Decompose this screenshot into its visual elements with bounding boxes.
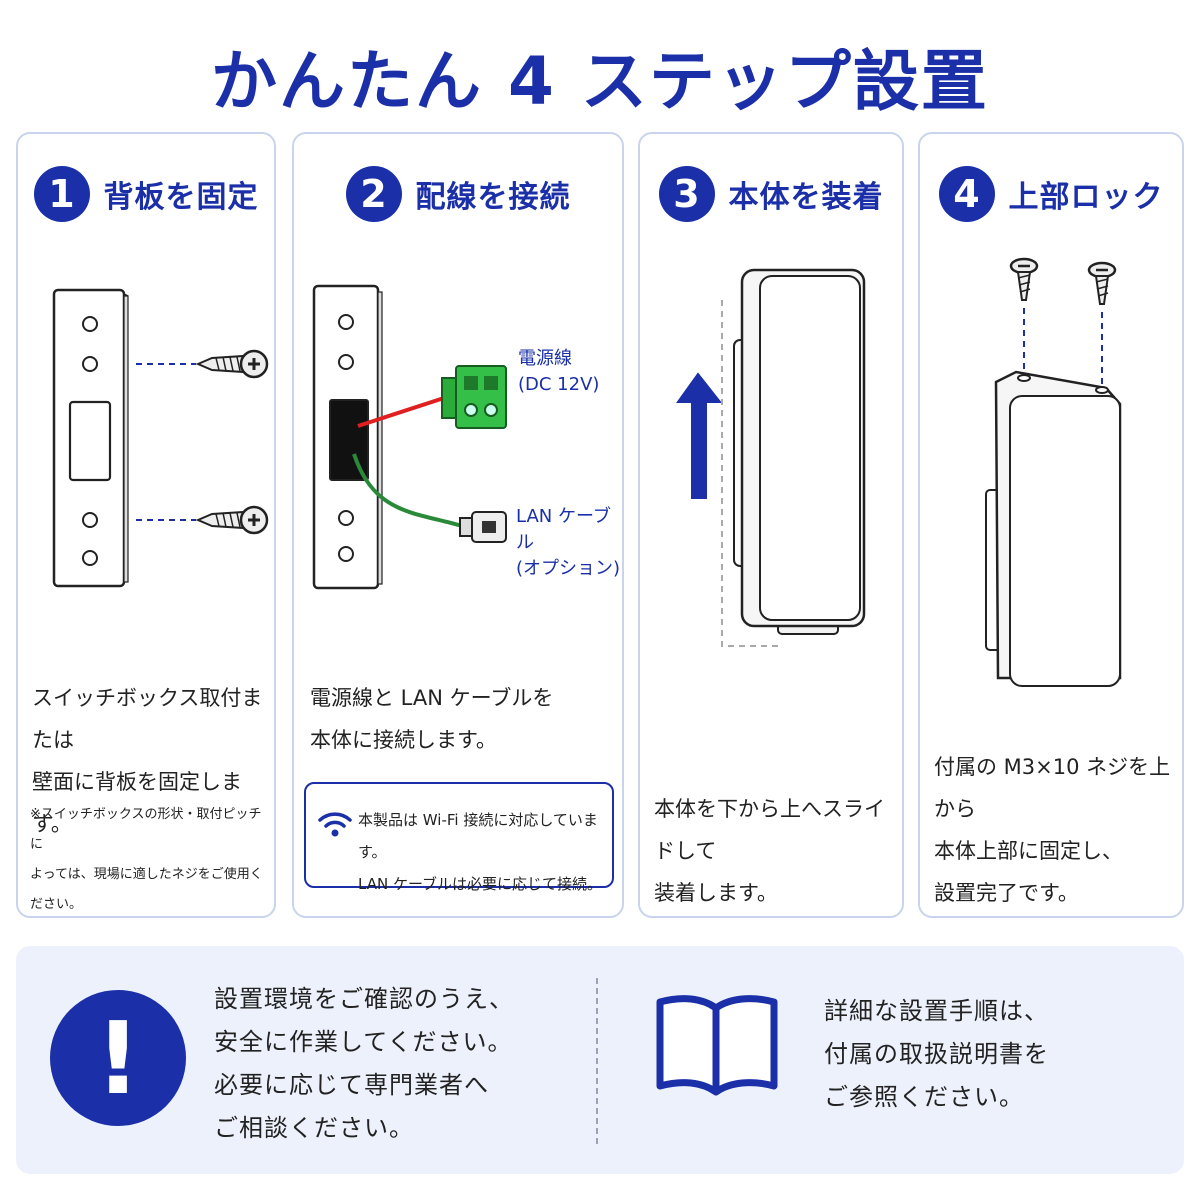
label-line: LAN ケーブル bbox=[516, 506, 611, 553]
desc-line: 本体を下から上へスライドして bbox=[654, 797, 885, 863]
step-title: 本体を装着 bbox=[728, 180, 884, 215]
note-line: ※スイッチボックスの形状・取付ピッチに bbox=[30, 807, 262, 852]
step-card-3: 3 本体を装着 本体を下から上へスライドして 装着します。 bbox=[638, 132, 904, 918]
wifi-icon bbox=[318, 812, 352, 837]
screw-icon bbox=[1087, 261, 1117, 305]
manual-line: 付属の取扱説明書を bbox=[824, 1040, 1049, 1068]
back-plate-illustration bbox=[52, 288, 269, 588]
step-title: 背板を固定 bbox=[103, 180, 259, 215]
step-description: スイッチボックス取付または 壁面に背板を固定します。 bbox=[32, 677, 274, 845]
step-description: 本体を下から上へスライドして 装着します。 bbox=[654, 788, 902, 914]
step-number-badge: 4 bbox=[938, 166, 995, 222]
lock-illustration bbox=[985, 257, 1122, 687]
step-description: 付属の M3×10 ネジを上から 本体上部に固定し、 設置完了です。 bbox=[934, 746, 1182, 914]
book-icon bbox=[656, 995, 778, 1096]
wifi-note-text: 本製品は Wi-Fi 接続に対応しています。 LAN ケーブルは必要に応じて接続… bbox=[358, 804, 612, 900]
step-number-badge: 3 bbox=[658, 166, 715, 222]
step-title: 上部ロック bbox=[1008, 180, 1164, 215]
note-line: よっては、現場に適したネジをご使用ください。 bbox=[30, 867, 263, 912]
label-line: (オプション) bbox=[516, 558, 621, 579]
caution-line: ご相談ください。 bbox=[214, 1114, 414, 1142]
screw-icon bbox=[195, 349, 269, 379]
step-header: 3 本体を装着 bbox=[640, 166, 902, 222]
manual-text: 詳細な設置手順は、 付属の取扱説明書を ご参照ください。 bbox=[824, 990, 1049, 1119]
step-header: 1 背板を固定 bbox=[18, 166, 274, 222]
step-number-badge: 1 bbox=[33, 166, 90, 222]
desc-line: 壁面に背板を固定します。 bbox=[32, 770, 242, 836]
caution-line: 必要に応じて専門業者へ bbox=[214, 1071, 489, 1099]
manual-line: 詳細な設置手順は、 bbox=[824, 997, 1049, 1025]
screw-icon bbox=[1009, 257, 1039, 301]
desc-line: 電源線と LAN ケーブルを bbox=[310, 686, 554, 710]
power-connector-icon bbox=[441, 365, 507, 429]
desc-line: 設置完了です。 bbox=[934, 881, 1079, 905]
step-number-badge: 2 bbox=[345, 166, 402, 222]
step-title: 配線を接続 bbox=[415, 180, 571, 215]
desc-line: 本体に接続します。 bbox=[310, 728, 497, 752]
desc-line: スイッチボックス取付または bbox=[32, 686, 263, 752]
notice-panel: ! 設置環境をご確認のうえ、 安全に作業してください。 必要に応じて専門業者へ … bbox=[16, 946, 1184, 1174]
lan-connector-icon bbox=[459, 511, 507, 543]
desc-line: 本体上部に固定し、 bbox=[934, 839, 1123, 863]
mount-illustration bbox=[676, 268, 866, 647]
caution-text: 設置環境をご確認のうえ、 安全に作業してください。 必要に応じて専門業者へ ご相… bbox=[214, 978, 514, 1150]
step-card-2: 2 配線を接続 電源線 (DC 12V) bbox=[292, 132, 624, 918]
label-line: (DC 12V) bbox=[518, 374, 600, 395]
caution-line: 安全に作業してください。 bbox=[214, 1028, 513, 1056]
panel-divider bbox=[596, 978, 598, 1144]
back-plate bbox=[312, 284, 383, 590]
step-note: ※スイッチボックスの形状・取付ピッチに よっては、現場に適したネジをご使用くださ… bbox=[30, 800, 274, 920]
back-plate bbox=[52, 288, 129, 588]
lan-cable-label: LAN ケーブル (オプション) bbox=[516, 504, 622, 582]
page-title: かんたん 4 ステップ設置 bbox=[211, 43, 989, 120]
wifi-note-line: LAN ケーブルは必要に応じて接続。 bbox=[358, 875, 603, 893]
step-header: 4 上部ロック bbox=[920, 166, 1182, 222]
wifi-note-line: 本製品は Wi-Fi 接続に対応しています。 bbox=[358, 811, 598, 861]
step-description: 電源線と LAN ケーブルを 本体に接続します。 bbox=[310, 677, 553, 761]
device-body bbox=[994, 370, 1122, 687]
manual-line: ご参照ください。 bbox=[824, 1083, 1024, 1111]
device-body bbox=[740, 268, 866, 628]
desc-line: 装着します。 bbox=[654, 881, 778, 905]
arrow-up-icon bbox=[676, 372, 723, 499]
step-header: 2 配線を接続 bbox=[294, 166, 622, 222]
wifi-note-box: 本製品は Wi-Fi 接続に対応しています。 LAN ケーブルは必要に応じて接続… bbox=[304, 782, 614, 893]
label-line: 電源線 bbox=[518, 348, 572, 369]
wiring-illustration bbox=[312, 284, 507, 590]
screw-icon bbox=[195, 505, 269, 535]
desc-line: 付属の M3×10 ネジを上から bbox=[934, 755, 1171, 821]
step-card-4: 4 上部ロック 付属の M3×10 ネジを上から 本体上部に固定し、 設置完 bbox=[918, 132, 1184, 918]
power-wire-label: 電源線 (DC 12V) bbox=[518, 346, 599, 398]
caution-line: 設置環境をご確認のうえ、 bbox=[214, 985, 514, 1013]
step-card-1: 1 背板を固定 スイッチボックス取付または 壁面 bbox=[16, 132, 276, 918]
exclamation-icon: ! bbox=[50, 990, 186, 1126]
